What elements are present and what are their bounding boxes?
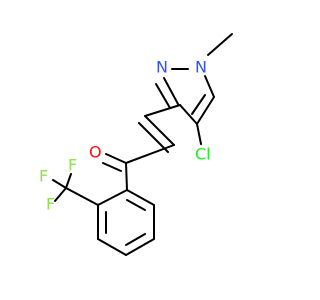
bond-c4-c5 [196, 96, 215, 125]
bond-ca-cb [144, 115, 175, 146]
bond-c3-ca [144, 104, 181, 117]
bond-c-f2 [65, 173, 72, 189]
atom-cl: Cl [195, 145, 211, 164]
bond-cb-carbonyl [125, 144, 175, 164]
bond-n2-c3-double [155, 83, 171, 109]
atom-f2: F [68, 156, 77, 175]
bond-ph2-cf3 [65, 187, 99, 206]
bond-ca-cb-double [138, 122, 169, 153]
atom-n-methyl: N [195, 58, 207, 77]
bond-methyl-n1 [207, 33, 233, 56]
bond-c4-cl [196, 123, 202, 145]
atom-n-imine: N [156, 58, 168, 77]
bond-carbonyl-ph [125, 162, 128, 191]
atom-f1: F [39, 167, 48, 186]
molecule-diagram: N N O Cl F F F [39, 33, 233, 256]
bond-ph-inner-3 [126, 199, 146, 211]
bond-c-f1 [52, 179, 67, 189]
bond-carbonyl-o [105, 153, 127, 164]
bond-n2-c3 [163, 77, 179, 105]
atom-o-carbonyl: O [89, 143, 102, 162]
bond-c4-c5-double [191, 94, 206, 115]
bond-n1-c5 [204, 75, 215, 98]
bonds [52, 33, 233, 256]
bond-ph6-ph1 [126, 189, 155, 206]
bond-ph4-ph5 [125, 238, 155, 256]
atom-f3: F [46, 195, 55, 214]
bond-ph1-ph2 [97, 189, 128, 206]
bond-c-f3 [54, 187, 67, 202]
structure-canvas: N N O Cl F F F [39, 33, 233, 256]
bond-c3-c4 [179, 104, 198, 125]
bond-carbonyl-o-double [102, 162, 122, 172]
bond-ph-inner-2 [125, 233, 146, 246]
bond-ph3-ph4 [97, 238, 127, 256]
atom-labels: N N O Cl F F F [39, 58, 211, 214]
